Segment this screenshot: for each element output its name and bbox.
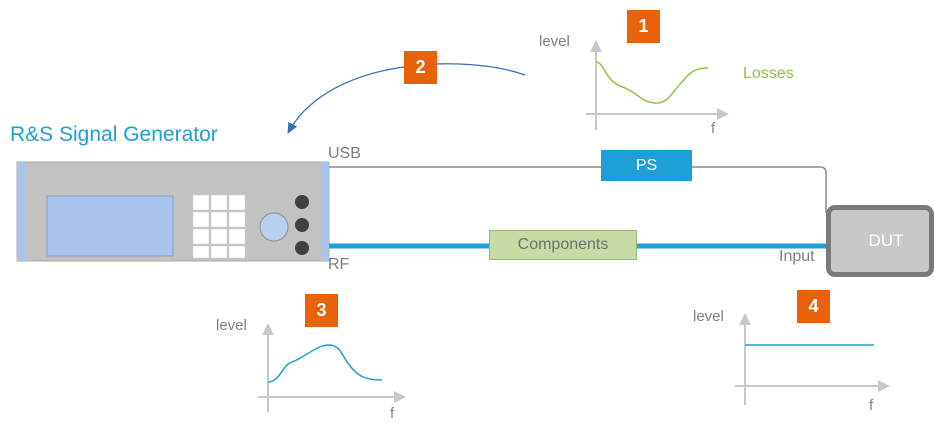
losses-y-label: level [539,33,570,50]
generator-output-plot [258,323,406,412]
dut-input-y-label: level [693,308,724,325]
rf-port-label: RF [328,256,350,273]
dut-input-x-label: f [869,397,874,414]
generator-output-curve [267,344,383,383]
power-sensor-block: PS [601,150,692,181]
dut-block: DUT [826,205,934,277]
step-badge-1: 1 [627,10,660,43]
step-badge-2: 2 [404,51,437,84]
usb-cable [329,166,827,213]
generator-display [46,195,174,257]
losses-curve [595,61,709,104]
usb-port-label: USB [328,145,361,162]
generator-title: R&S Signal Generator [10,123,218,146]
losses-plot [586,40,729,130]
generator-connector [295,195,309,209]
losses-x-label: f [711,120,716,137]
output-y-label: level [216,317,247,334]
generator-connector [295,218,309,232]
generator-keypad [192,194,246,259]
step-badge-4: 4 [797,290,830,323]
losses-series-label: Losses [743,65,794,82]
generator-connector [295,241,309,255]
components-block: Components [489,230,637,260]
generator-knob [259,212,289,242]
transfer-arrow [287,63,526,134]
output-x-label: f [390,405,395,422]
dut-input-plot [735,313,890,405]
input-port-label: Input [779,248,815,265]
signal-generator-device [16,161,330,262]
step-badge-3: 3 [305,294,338,327]
